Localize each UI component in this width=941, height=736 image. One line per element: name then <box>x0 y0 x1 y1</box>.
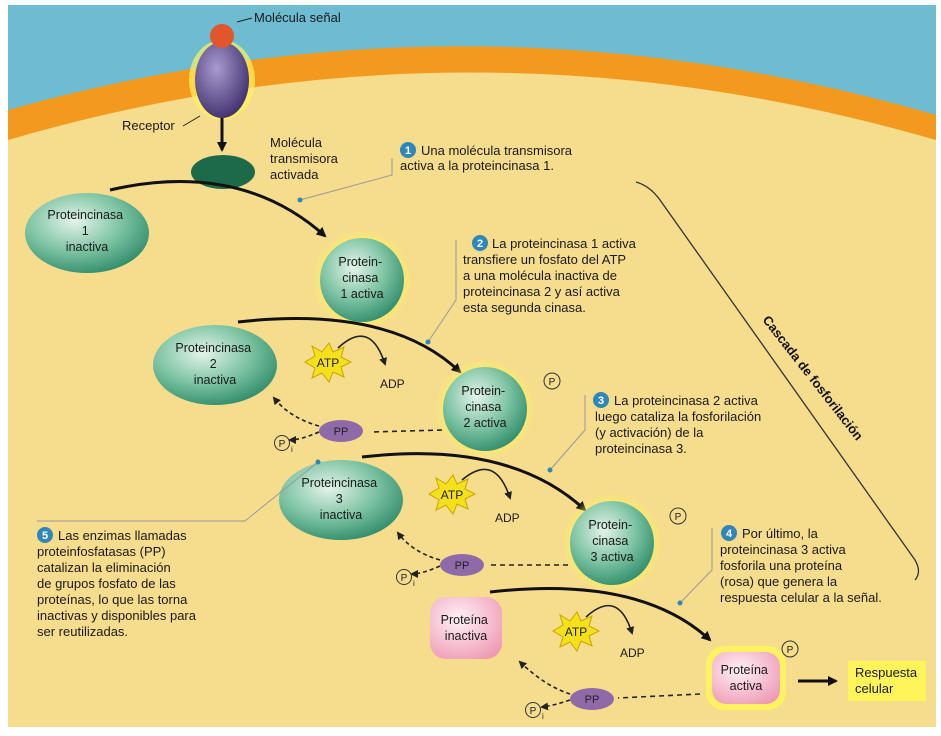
atp-label-2: ATP <box>441 488 463 502</box>
svg-text:2: 2 <box>477 238 483 250</box>
svg-text:i: i <box>413 579 415 588</box>
svg-text:P: P <box>401 573 408 584</box>
pp-3-label: PP <box>585 694 600 706</box>
svg-text:i: i <box>291 445 293 454</box>
svg-text:3: 3 <box>598 395 604 407</box>
pk2-active-label: Protein- cinasa 2 activa <box>461 384 508 430</box>
svg-text:4: 4 <box>726 528 733 540</box>
svg-text:P: P <box>675 512 682 523</box>
receptor-shape <box>195 42 249 118</box>
svg-text:P: P <box>530 706 537 717</box>
step-1-text: Una molécula transmisora activa a la pro… <box>400 143 576 173</box>
pp-1-label: PP <box>334 426 349 438</box>
svg-text:P: P <box>549 377 556 388</box>
svg-text:5: 5 <box>42 530 48 542</box>
pk3-active-label: Protein- cinasa 3 activa <box>588 518 635 564</box>
protein-active <box>712 652 780 704</box>
atp-label-1: ATP <box>317 356 339 370</box>
signal-molecule <box>210 24 234 48</box>
svg-text:P: P <box>787 645 794 656</box>
signal-label: Molécula señal <box>254 10 341 25</box>
adp-label-3: ADP <box>620 646 645 660</box>
svg-text:P: P <box>279 439 286 450</box>
receptor-label: Receptor <box>122 118 175 133</box>
adp-label-1: ADP <box>380 377 405 391</box>
pp-2-label: PP <box>455 560 470 572</box>
protein-inactive <box>430 597 502 659</box>
atp-label-3: ATP <box>565 625 587 639</box>
svg-text:1: 1 <box>405 145 411 157</box>
pk1-active-label: Protein- cinasa 1 activa <box>338 255 385 301</box>
svg-text:i: i <box>542 712 544 721</box>
adp-label-2: ADP <box>495 511 520 525</box>
